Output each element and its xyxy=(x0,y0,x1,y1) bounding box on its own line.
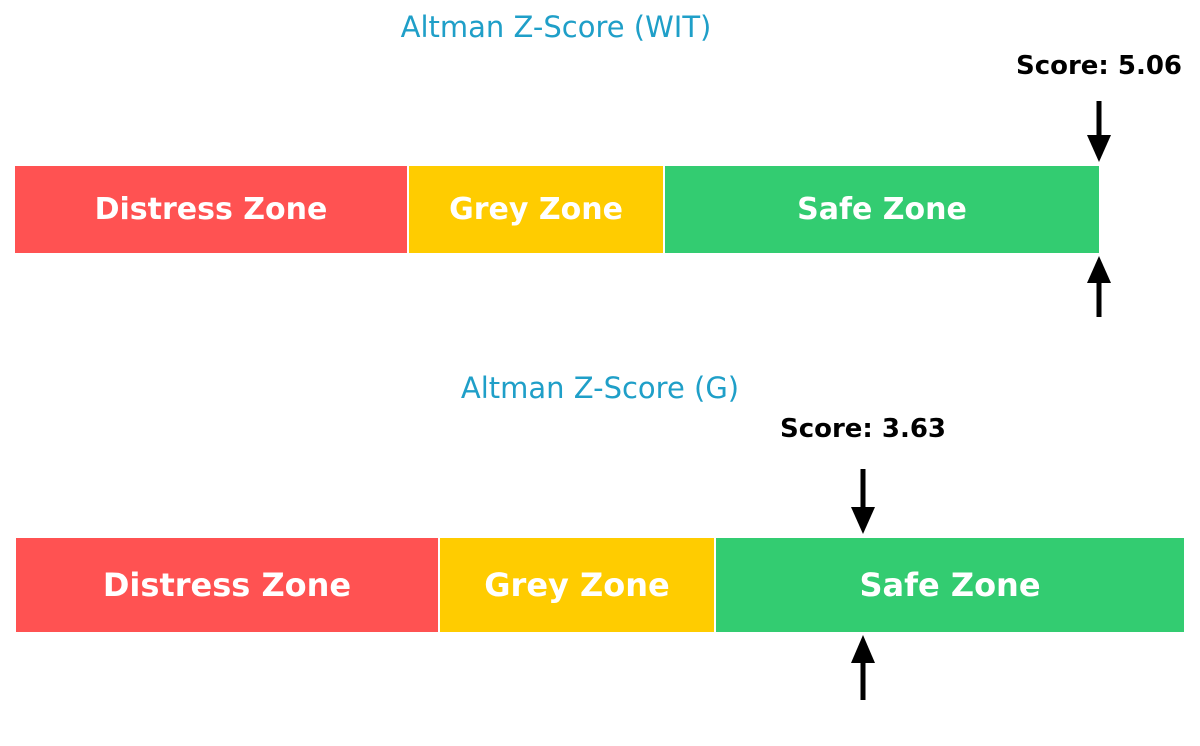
zone-bar: Distress Zone Grey Zone Safe Zone xyxy=(15,166,1099,253)
distress-zone: Distress Zone xyxy=(15,166,407,253)
chart-title: Altman Z-Score (WIT) xyxy=(400,10,712,44)
score-label: Score: 3.63 xyxy=(779,414,947,444)
arrow-down-icon xyxy=(851,469,875,534)
arrow-up-icon xyxy=(851,635,875,700)
zone-label: Grey Zone xyxy=(484,566,670,604)
safe-zone: Safe Zone xyxy=(663,166,1099,253)
zone-label: Safe Zone xyxy=(859,566,1041,604)
zone-label: Distress Zone xyxy=(102,566,352,604)
score-label: Score: 5.06 xyxy=(1015,51,1183,81)
safe-zone: Safe Zone xyxy=(714,538,1184,632)
grey-zone: Grey Zone xyxy=(438,538,714,632)
distress-zone: Distress Zone xyxy=(16,538,438,632)
zone-label: Safe Zone xyxy=(797,192,967,227)
grey-zone: Grey Zone xyxy=(407,166,663,253)
zone-label: Distress Zone xyxy=(94,192,328,227)
arrow-up-icon xyxy=(1087,256,1111,317)
zone-bar: Distress Zone Grey Zone Safe Zone xyxy=(16,538,1184,632)
chart-title: Altman Z-Score (G) xyxy=(460,371,740,405)
zone-label: Grey Zone xyxy=(449,192,623,227)
arrow-down-icon xyxy=(1087,101,1111,162)
